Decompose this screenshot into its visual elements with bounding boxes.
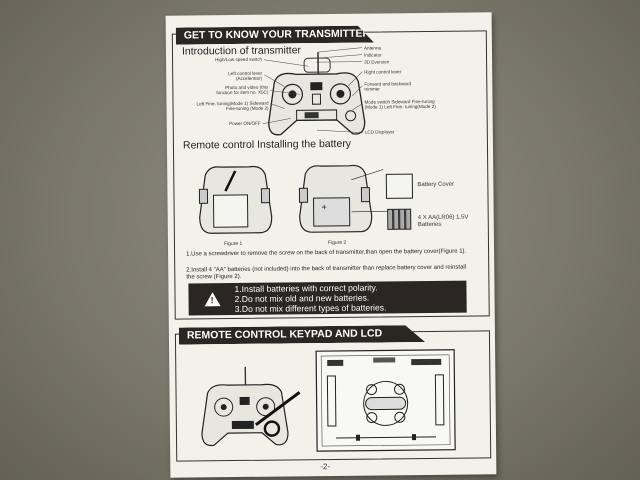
label-antenna: Antenna xyxy=(363,45,382,51)
label-photo-video: Photo and video (this function for item … xyxy=(216,84,269,96)
battery-cover-label: Battery Cover xyxy=(417,181,455,189)
battery-cover-illustration xyxy=(385,173,414,199)
manual-page: GET TO KNOW YOUR TRANSMITTER Introductio… xyxy=(165,12,497,478)
keypad-transmitter-illustration xyxy=(201,366,301,447)
transmitter-illustration xyxy=(268,52,366,136)
figure1-illustration xyxy=(198,165,273,234)
label-left-lever: Left control lever (Accelerator) xyxy=(228,70,263,81)
label-speed-switch: High/Low speed switch xyxy=(215,56,263,63)
label-trimmer: Forward and backward trimmer xyxy=(364,81,412,92)
label-indicator: Indicator xyxy=(363,52,382,58)
warning-line-3: 3.Do not mix different types of batterie… xyxy=(234,302,387,315)
figure1-caption: Figure 1 xyxy=(223,240,243,248)
label-right-lever: Right control lever xyxy=(364,69,402,75)
figure2-caption: Figure 2 xyxy=(327,239,347,247)
section-banner-keypad: REMOTE CONTROL KEYPAD AND LCD MANUAL xyxy=(179,325,425,345)
label-mode-switch: Mode switch Sideward Fine-tuning (Mode 1… xyxy=(364,98,436,110)
label-power: Power ON/OFF xyxy=(229,120,261,127)
label-3d-eversion: 3D Eversion xyxy=(364,59,390,65)
svg-text:+: + xyxy=(322,202,327,212)
battery-warning-box: ! 1.Install batteries with correct polar… xyxy=(188,280,467,316)
instruction-2: 2.Install 4 "AA" batteries (not included… xyxy=(186,264,467,281)
label-lcd-displayer: LCD Displayer xyxy=(364,129,395,135)
figure2-illustration: + xyxy=(298,164,392,233)
batteries-label: 4 X AA(LR06) 1.5V Batteries xyxy=(417,214,469,229)
batteries-illustration xyxy=(387,208,412,230)
warning-icon: ! xyxy=(204,292,221,307)
label-left-fine-tuning: Left Fine- tuning(Mode 1) Sideward Fine-… xyxy=(196,100,269,112)
lcd-panel-illustration xyxy=(315,349,456,452)
page-number: -2- xyxy=(320,462,331,472)
battery-heading: Remote control Installing the battery xyxy=(182,137,352,152)
label-leader-lines xyxy=(262,47,363,133)
